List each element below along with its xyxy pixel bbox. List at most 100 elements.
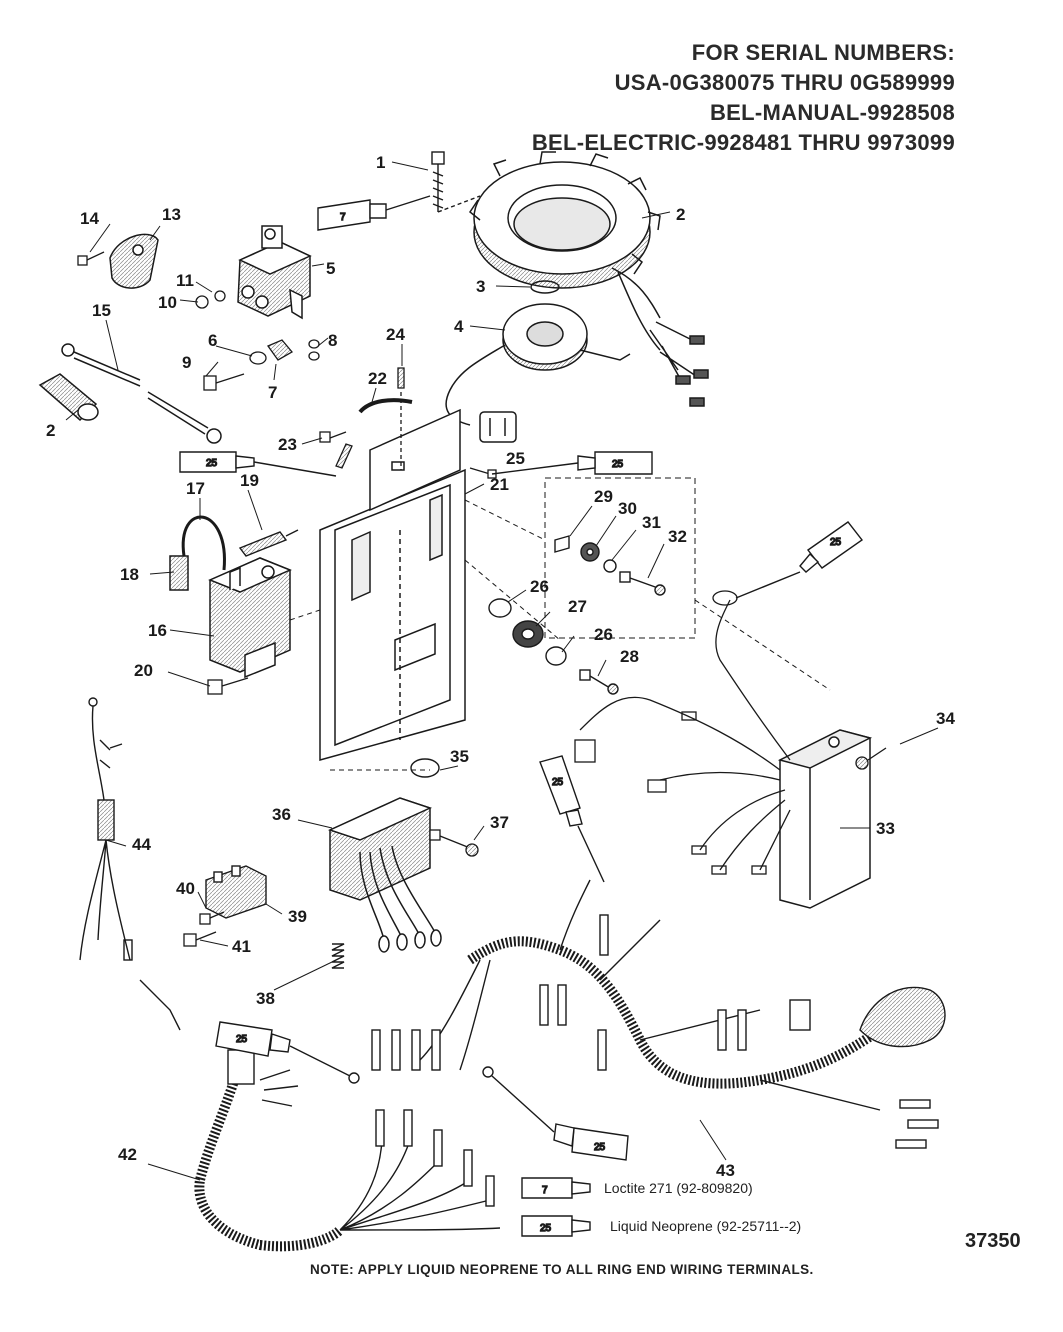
callout-3: 3 <box>476 277 485 296</box>
assembly-leaders <box>289 499 831 771</box>
legend-tube-label: 7 <box>542 1185 548 1196</box>
callout-11: 11 <box>176 271 194 290</box>
callout-16: 16 <box>148 621 167 640</box>
starter-solenoid <box>237 225 312 320</box>
callout-2-stator: 2 <box>676 205 685 224</box>
tube-label: 25 <box>206 458 218 469</box>
callout-15: 15 <box>92 301 111 320</box>
callout-9: 9 <box>182 353 191 372</box>
callout-35: 35 <box>450 747 469 766</box>
neoprene-note: NOTE: APPLY LIQUID NEOPRENE TO ALL RING … <box>310 1262 814 1277</box>
callout-34: 34 <box>936 709 955 728</box>
callout-18: 18 <box>120 565 139 584</box>
callout-1: 1 <box>376 153 385 172</box>
callout-44: 44 <box>132 835 151 854</box>
inset-hardware <box>554 535 666 596</box>
callout-27: 27 <box>568 597 587 616</box>
callout-38: 38 <box>256 989 275 1008</box>
callout-6: 6 <box>208 331 217 350</box>
trigger-plate <box>445 303 631 443</box>
callout-26-bottom: 26 <box>594 625 613 644</box>
callout-13: 13 <box>162 205 181 224</box>
main-harness <box>348 879 946 1149</box>
switch-box <box>777 729 873 909</box>
electrical-plate <box>319 408 466 761</box>
callout-29: 29 <box>594 487 613 506</box>
jumper-wire <box>358 398 413 414</box>
callout-26-top: 26 <box>530 577 549 596</box>
terminal-cover <box>109 233 159 289</box>
tube-label: 25 <box>830 537 842 548</box>
figure-number: 37350 <box>965 1230 1021 1252</box>
serial-header-line-1: FOR SERIAL NUMBERS: <box>691 40 955 65</box>
callout-24: 24 <box>386 325 405 344</box>
tube-label: 25 <box>612 459 624 470</box>
neoprene-tube-lower-left: 25 <box>215 1021 351 1077</box>
callout-19: 19 <box>240 471 259 490</box>
hardware-inset-box <box>544 477 696 639</box>
callout-40: 40 <box>176 879 195 898</box>
tube-label: 25 <box>236 1034 248 1045</box>
cable-boot <box>38 373 99 422</box>
callout-numbers: 1 2 3 4 5 6 7 8 9 10 11 13 14 15 2 22 24… <box>46 153 955 1180</box>
callout-31: 31 <box>642 513 661 532</box>
serial-header-line-3: BEL-MANUAL-9928508 <box>709 100 955 125</box>
stator <box>468 151 709 407</box>
rectifier-screw <box>429 829 479 857</box>
callout-4: 4 <box>454 317 464 336</box>
callout-33: 33 <box>876 819 895 838</box>
callout-30: 30 <box>618 499 637 518</box>
callout-43: 43 <box>716 1161 735 1180</box>
neoprene-tube-upper-right: 25 <box>735 521 864 599</box>
legend-tube-neoprene: 25 <box>521 1215 591 1237</box>
screw-23 <box>319 431 353 469</box>
callout-22: 22 <box>368 369 387 388</box>
battery-cable <box>61 343 222 444</box>
callout-32: 32 <box>668 527 687 546</box>
loctite-tube-top: 7 <box>317 195 431 231</box>
callout-42: 42 <box>118 1145 137 1164</box>
spark-plug-connector <box>238 529 299 557</box>
callout-39: 39 <box>288 907 307 926</box>
callout-20: 20 <box>134 661 153 680</box>
tube-label: 25 <box>594 1142 606 1153</box>
callout-leaders <box>65 161 939 1181</box>
legend-neoprene-text: Liquid Neoprene (92-25711--2) <box>610 1218 802 1234</box>
spring <box>331 943 345 969</box>
legend-loctite-text: Loctite 271 (92-809820) <box>604 1180 753 1196</box>
ground-screw <box>397 367 405 470</box>
serial-header-line-4: BEL-ELECTRIC-9928481 THRU 9973099 <box>531 130 955 155</box>
coil-screw <box>207 677 249 695</box>
stator-screw <box>431 151 481 213</box>
tube-label: 25 <box>552 777 564 788</box>
callout-8: 8 <box>328 331 337 350</box>
washer-nut-set <box>195 290 226 309</box>
ignition-coil <box>208 557 292 679</box>
mounting-hardware <box>203 339 320 391</box>
callout-21: 21 <box>490 475 509 494</box>
switch-box-harness <box>574 590 791 875</box>
tube-label: 7 <box>340 212 346 223</box>
legend-tube-loctite: 7 <box>521 1177 591 1199</box>
terminal-block <box>205 865 267 919</box>
grommet-set <box>488 598 619 695</box>
callout-2-boot: 2 <box>46 421 55 440</box>
callout-17: 17 <box>186 479 205 498</box>
neoprene-tube-right: 25 <box>491 451 653 475</box>
neoprene-tube-lower-middle: 25 <box>491 1075 629 1161</box>
rectifier <box>327 797 442 953</box>
callout-36: 36 <box>272 805 291 824</box>
terminal-screws <box>183 911 225 947</box>
switch-box-screw <box>855 747 887 770</box>
neoprene-tube-left: 25 <box>179 451 337 477</box>
callout-5: 5 <box>326 259 335 278</box>
callout-28: 28 <box>620 647 639 666</box>
callout-14: 14 <box>80 209 99 228</box>
clamp <box>410 758 440 778</box>
callout-37: 37 <box>490 813 509 832</box>
callout-41: 41 <box>232 937 251 956</box>
cover-screw <box>77 251 105 266</box>
callout-10: 10 <box>158 293 177 312</box>
